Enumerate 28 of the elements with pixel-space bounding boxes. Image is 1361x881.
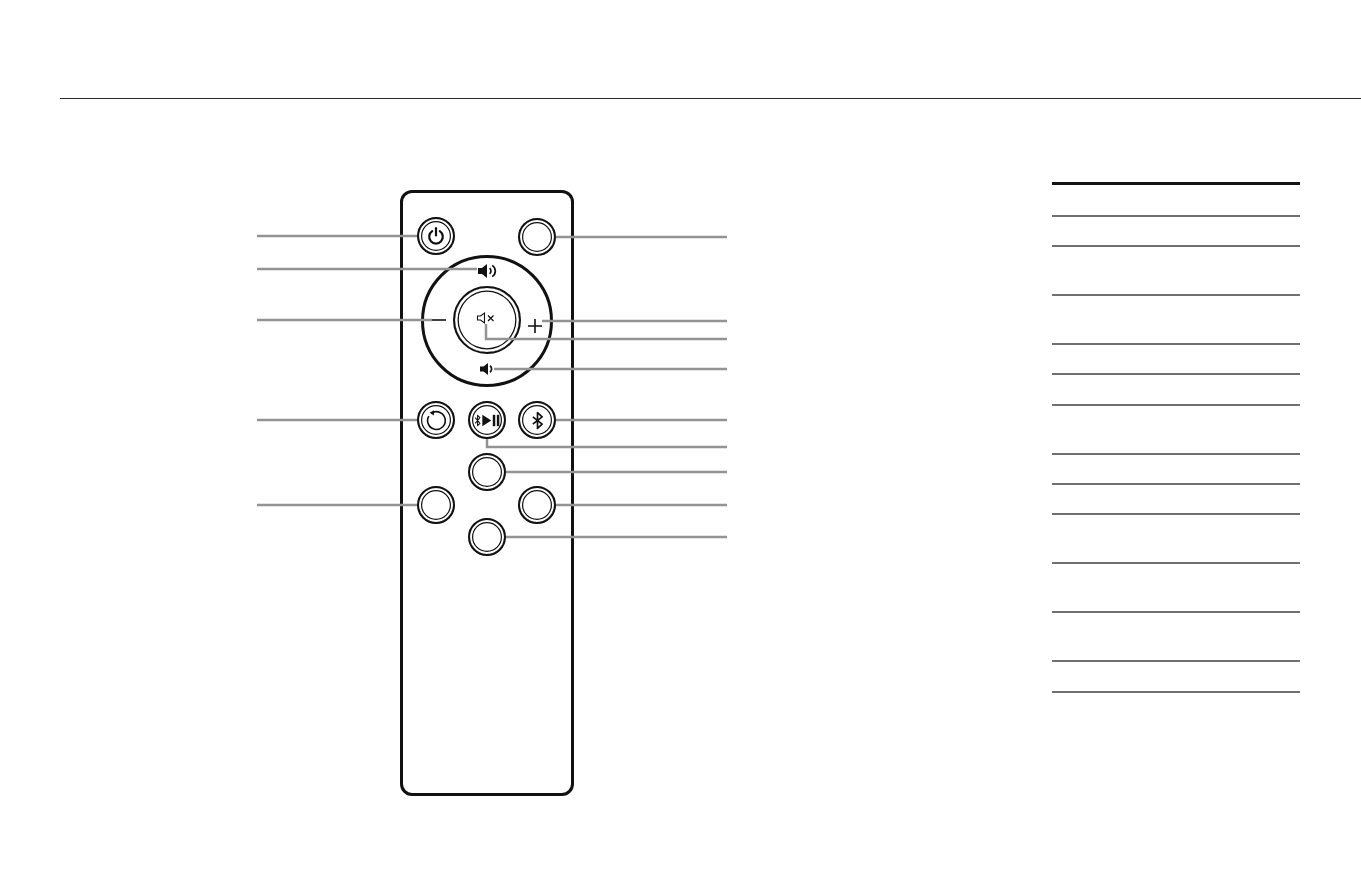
- leader-line: [556, 235, 727, 239]
- remote-body: [400, 190, 574, 796]
- remote-button: [518, 486, 556, 524]
- remote-button: [468, 453, 506, 491]
- leader-line: [257, 318, 432, 322]
- remote-button: [417, 401, 455, 439]
- leader-line: [257, 503, 417, 507]
- leader-line: [542, 319, 727, 323]
- leader-line: [484, 324, 727, 341]
- mute-icon: [476, 312, 496, 324]
- leader-line: [556, 418, 727, 422]
- leader-line: [485, 439, 727, 449]
- volume-down-icon: [479, 362, 494, 376]
- remote-button: [417, 217, 455, 255]
- remote-button: [468, 401, 506, 439]
- leader-line: [506, 470, 727, 474]
- leader-line: [556, 503, 727, 507]
- leader-line: [506, 535, 727, 539]
- volume-up-icon: [477, 263, 497, 279]
- remote-button: [468, 518, 506, 556]
- leader-line: [257, 234, 417, 238]
- leader-line: [257, 418, 417, 422]
- plus-icon: [528, 319, 542, 333]
- leader-line: [257, 267, 477, 271]
- remote-button: [417, 486, 455, 524]
- remote-button: [518, 401, 556, 439]
- minus-icon: [432, 318, 446, 322]
- remote-button: [518, 218, 556, 256]
